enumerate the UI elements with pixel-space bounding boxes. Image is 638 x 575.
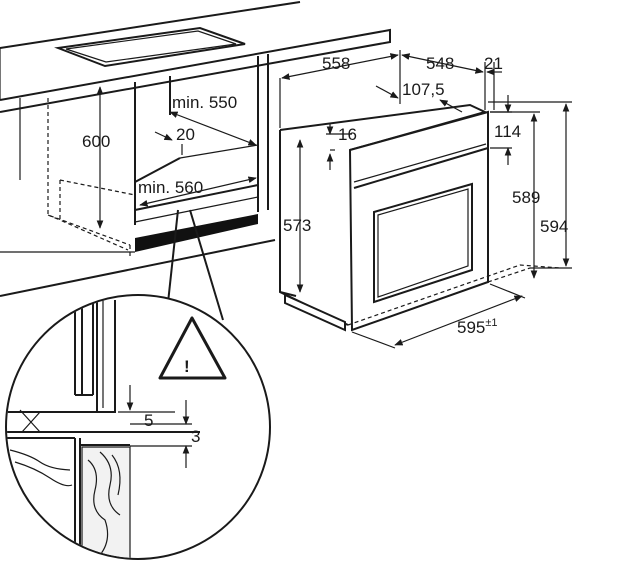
label-oven-width: 595±1: [457, 317, 498, 337]
warning-symbol: !: [184, 357, 190, 376]
label-oven-depth-body: 548: [426, 54, 454, 73]
label-oven-width-tolerance: ±1: [485, 317, 497, 329]
label-ventilation-gap: 20: [176, 125, 195, 144]
detail-magnifier: 5 3: [5, 294, 271, 560]
cooktop: [54, 26, 246, 68]
label-oven-height-front: 589: [512, 188, 540, 207]
label-detail-gap-a: 5: [144, 411, 153, 430]
oven-dimensions: 558 548 21 107,5 16 114 573 589 594: [279, 50, 572, 349]
oven-door-window: [373, 182, 473, 304]
label-cabinet-depth: min. 550: [172, 93, 237, 112]
label-panel-offset: 107,5: [402, 80, 445, 99]
label-detail-gap-b: 3: [191, 427, 200, 446]
warning-icon: !: [158, 316, 227, 380]
callout-leader: [166, 209, 224, 321]
kitchen-cabinet: [0, 1, 391, 297]
label-front-thickness: 21: [484, 54, 503, 73]
label-oven-height-body: 573: [283, 216, 311, 235]
oven: [279, 103, 561, 332]
wood-section: [81, 446, 131, 558]
label-cabinet-height: 600: [82, 132, 110, 151]
label-control-panel-height: 114: [494, 122, 521, 141]
cabinet-dimensions: 600 min. 550 20 min. 560: [82, 86, 257, 229]
label-oven-height-total: 594: [540, 217, 568, 236]
label-cabinet-width: min. 560: [138, 178, 203, 197]
label-oven-depth-total: 558: [322, 54, 350, 73]
label-top-edge: 16: [338, 125, 357, 144]
